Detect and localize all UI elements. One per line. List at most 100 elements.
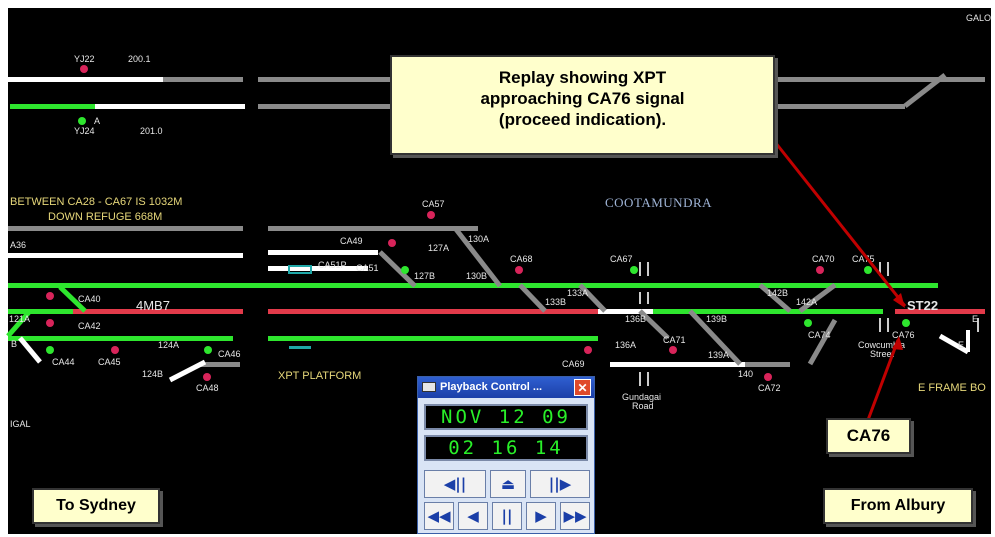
label-136b: 136B [625,314,646,324]
label-130b: 130B [466,271,487,281]
label-201-0: 201.0 [140,126,163,136]
label-b-tag: B [11,339,17,349]
label-121a: 121A [9,314,30,324]
label-136a: 136A [615,340,636,350]
signal-ca48[interactable] [203,373,211,381]
replay-callout-line-2: approaching CA76 signal [480,89,685,108]
label-130a: 130A [468,234,489,244]
signal-ca76[interactable] [902,319,910,327]
playback-title: Playback Control ... [440,381,543,393]
label-ca72: CA72 [758,383,781,393]
signal-ca75[interactable] [864,266,872,274]
label-127a: 127A [428,243,449,253]
label-a36: A36 [10,240,26,250]
label-gundagai-2: Road [632,401,654,411]
signal-ca72[interactable] [764,373,772,381]
pause-button[interactable]: || [492,502,522,530]
label-yj24: YJ24 [74,126,95,136]
label-ca48: CA48 [196,383,219,393]
label-127b: 127B [414,271,435,281]
label-e-tag-2: E [958,340,964,350]
label-ca42: CA42 [78,321,101,331]
ca76-callout: CA76 [826,418,911,454]
main-tracks [6,226,985,386]
signal-labels: CA57 CA49 127A 130A CA51P CA51 127B 130B… [9,199,978,411]
signal-ca67[interactable] [630,266,638,274]
top-right-label: GALO [966,13,991,23]
ca76-arrowhead [892,336,903,350]
label-133b: 133B [545,297,566,307]
label-ca68: CA68 [510,254,533,264]
replay-callout-line-3: (proceed indication). [498,110,667,129]
label-133a: 133A [567,288,588,298]
platform-label: XPT PLATFORM [278,370,361,382]
label-ca75: CA75 [852,254,875,264]
label-e-tag: E [972,314,978,324]
notice-line-2: DOWN REFUGE 668M [48,211,162,223]
playback-control-window[interactable]: Playback Control ... ✕ NOV 12 09 02 16 1… [417,376,595,534]
label-140: 140 [738,369,753,379]
step-back-button[interactable]: ◀|| [424,470,486,498]
label-a-tag: A [94,116,100,126]
label-142a: 142A [796,297,817,307]
signal-yj22[interactable] [80,65,88,73]
label-cowcumbla-2: Street [870,349,895,359]
label-ca49: CA49 [340,236,363,246]
label-ca67: CA67 [610,254,633,264]
signal-ca49[interactable] [388,239,396,247]
signals [46,211,910,381]
signal-ca46[interactable] [204,346,212,354]
label-ca46: CA46 [218,349,241,359]
train-4mb7[interactable]: 4MB7 [136,298,170,313]
ca76-arrow [866,339,900,421]
label-ca71: CA71 [663,335,686,345]
replay-arrowhead [893,293,905,308]
step-forward-button[interactable]: ||▶ [530,470,590,498]
label-cowcumbla-1: Cowcumbla [858,340,905,350]
label-ca74: CA74 [808,330,831,340]
play-button[interactable]: ▶ [526,502,556,530]
signal-ca40[interactable] [46,292,54,300]
train-st22[interactable]: ST22 [907,298,938,313]
signal-ca42[interactable] [46,319,54,327]
signal-ca70[interactable] [816,266,824,274]
eject-button[interactable]: ⏏ [490,470,526,498]
label-ca51: CA51 [356,263,379,273]
label-142b: 142B [767,288,788,298]
signal-ca57[interactable] [427,211,435,219]
signal-ca44[interactable] [46,346,54,354]
playback-date-display: NOV 12 09 [424,404,588,430]
playback-title-bar[interactable]: Playback Control ... ✕ [418,377,594,398]
signal-ca51[interactable] [401,266,409,274]
from-albury-callout: From Albury [823,488,973,524]
signal-ca68[interactable] [515,266,523,274]
fast-forward-button[interactable]: ▶▶ [560,502,590,530]
label-124b: 124B [142,369,163,379]
notice-line-1: BETWEEN CA28 - CA67 IS 1032M [10,196,182,208]
signal-ca69[interactable] [584,346,592,354]
close-icon[interactable]: ✕ [574,379,591,396]
label-124a: 124A [158,340,179,350]
label-ca40: CA40 [78,294,101,304]
replay-callout: Replay showing XPT approaching CA76 sign… [390,55,775,155]
label-ca69: CA69 [562,359,585,369]
station-name: COOTAMUNDRA [605,195,712,210]
signal-ca45[interactable] [111,346,119,354]
signal-ca71[interactable] [669,346,677,354]
label-ca57: CA57 [422,199,445,209]
playback-time-display: 02 16 14 [424,435,588,461]
replay-arrow [773,141,907,307]
signal-ca74[interactable] [804,319,812,327]
frame-label: E FRAME BO [918,382,986,394]
label-ca76: CA76 [892,330,915,340]
label-yj22: YJ22 [74,54,95,64]
window-icon [422,382,436,392]
label-ca70: CA70 [812,254,835,264]
label-200-1: 200.1 [128,54,151,64]
label-139a: 139A [708,350,729,360]
play-reverse-button[interactable]: ◀ [458,502,488,530]
rewind-button[interactable]: ◀◀ [424,502,454,530]
label-ca51p: CA51P [318,260,347,270]
left-label: IGAL [10,419,31,429]
signal-yj24[interactable] [78,117,86,125]
